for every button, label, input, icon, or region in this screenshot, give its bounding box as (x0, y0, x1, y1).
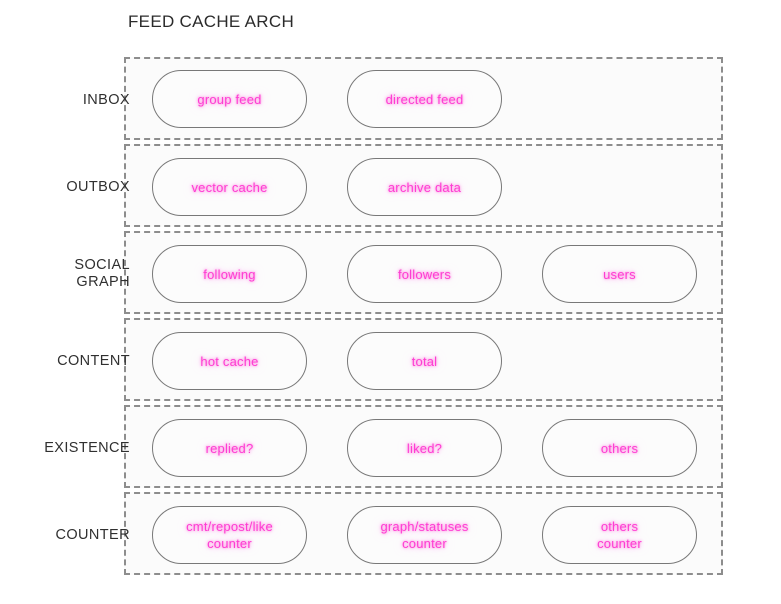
cache-pill-label: archive data (387, 179, 462, 195)
cache-pill[interactable]: directed feed (347, 70, 502, 128)
row-label-existence: EXISTENCE (44, 440, 130, 456)
cache-pill[interactable]: cmt/repost/like counter (152, 506, 307, 564)
cache-pill-label: cmt/repost/like counter (186, 519, 273, 551)
row-label-content: CONTENT (57, 353, 130, 369)
cache-pill[interactable]: group feed (152, 70, 307, 128)
cache-pill[interactable]: others (542, 419, 697, 477)
cache-pill[interactable]: following (152, 245, 307, 303)
cache-pill-label: vector cache (191, 179, 268, 195)
cache-pill-label: others counter (597, 519, 642, 551)
row-label-outbox: OUTBOX (66, 179, 130, 195)
cache-pill-label: following (203, 266, 256, 282)
cache-pill-label: replied? (205, 440, 254, 456)
cache-pill-label: users (603, 266, 636, 282)
cache-pill[interactable]: others counter (542, 506, 697, 564)
cache-pill[interactable]: followers (347, 245, 502, 303)
cache-pill-label: others (600, 440, 639, 456)
row-label-social-graph: SOCIAL GRAPH (74, 257, 130, 290)
cache-pill-label: liked? (406, 440, 443, 456)
row-label-inbox: INBOX (82, 92, 130, 108)
cache-pill-label: graph/statuses counter (380, 519, 469, 551)
cache-pill[interactable]: replied? (152, 419, 307, 477)
cache-pill-label: total (411, 353, 438, 369)
cache-pill-label: hot cache (200, 353, 259, 369)
cache-pill[interactable]: liked? (347, 419, 502, 477)
page-title: FEED CACHE ARCH (128, 12, 295, 31)
cache-pill[interactable]: vector cache (152, 158, 307, 216)
cache-pill[interactable]: users (542, 245, 697, 303)
cache-pill[interactable]: total (347, 332, 502, 390)
cache-pill-label: followers (397, 266, 452, 282)
cache-pill[interactable]: hot cache (152, 332, 307, 390)
cache-pill-label: directed feed (385, 91, 464, 107)
row-label-counter: COUNTER (55, 527, 130, 543)
cache-pill-label: group feed (197, 91, 262, 107)
cache-pill[interactable]: archive data (347, 158, 502, 216)
cache-pill[interactable]: graph/statuses counter (347, 506, 502, 564)
